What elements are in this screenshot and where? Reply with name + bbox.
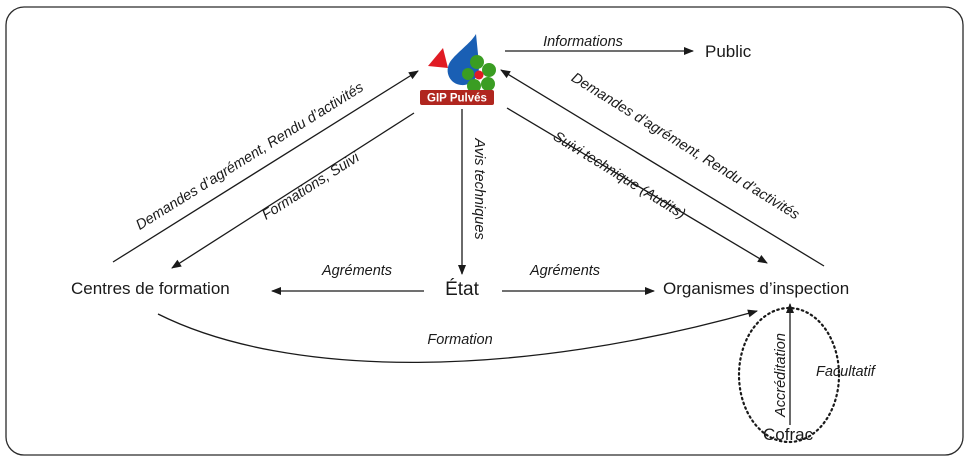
label-formation: Formation (427, 332, 492, 348)
label-accreditation: Accréditation (773, 333, 789, 418)
logo-green-flower (462, 55, 496, 93)
label-facultatif: Facultatif (816, 364, 877, 380)
logo-red-triangle (428, 48, 448, 68)
label-informations: Informations (543, 34, 623, 50)
diagram-frame (5, 6, 964, 456)
gip-pulves-logo: GIP Pulvés (420, 34, 496, 105)
node-etat: État (445, 279, 480, 300)
edge-formation (157, 309, 758, 364)
node-centres-de-formation: Centres de formation (71, 279, 230, 298)
node-organismes-d-inspection: Organismes d’inspection (663, 279, 849, 298)
logo-label: GIP Pulvés (427, 93, 487, 105)
edge-suivi-technique (506, 107, 768, 264)
node-cofrac: Cofrac (763, 425, 814, 444)
facultatif-dotted-ellipse (737, 306, 841, 444)
label-avis-techniques: Avis techniques (471, 137, 487, 239)
edge-demandes-right (500, 69, 825, 267)
edge-demandes-left (112, 70, 419, 263)
node-public: Public (705, 42, 752, 61)
edge-formations-suivi (171, 112, 415, 269)
label-agrements-left: Agréments (321, 263, 392, 279)
label-agrements-right: Agréments (529, 263, 600, 279)
logo-label-bg (420, 90, 494, 105)
